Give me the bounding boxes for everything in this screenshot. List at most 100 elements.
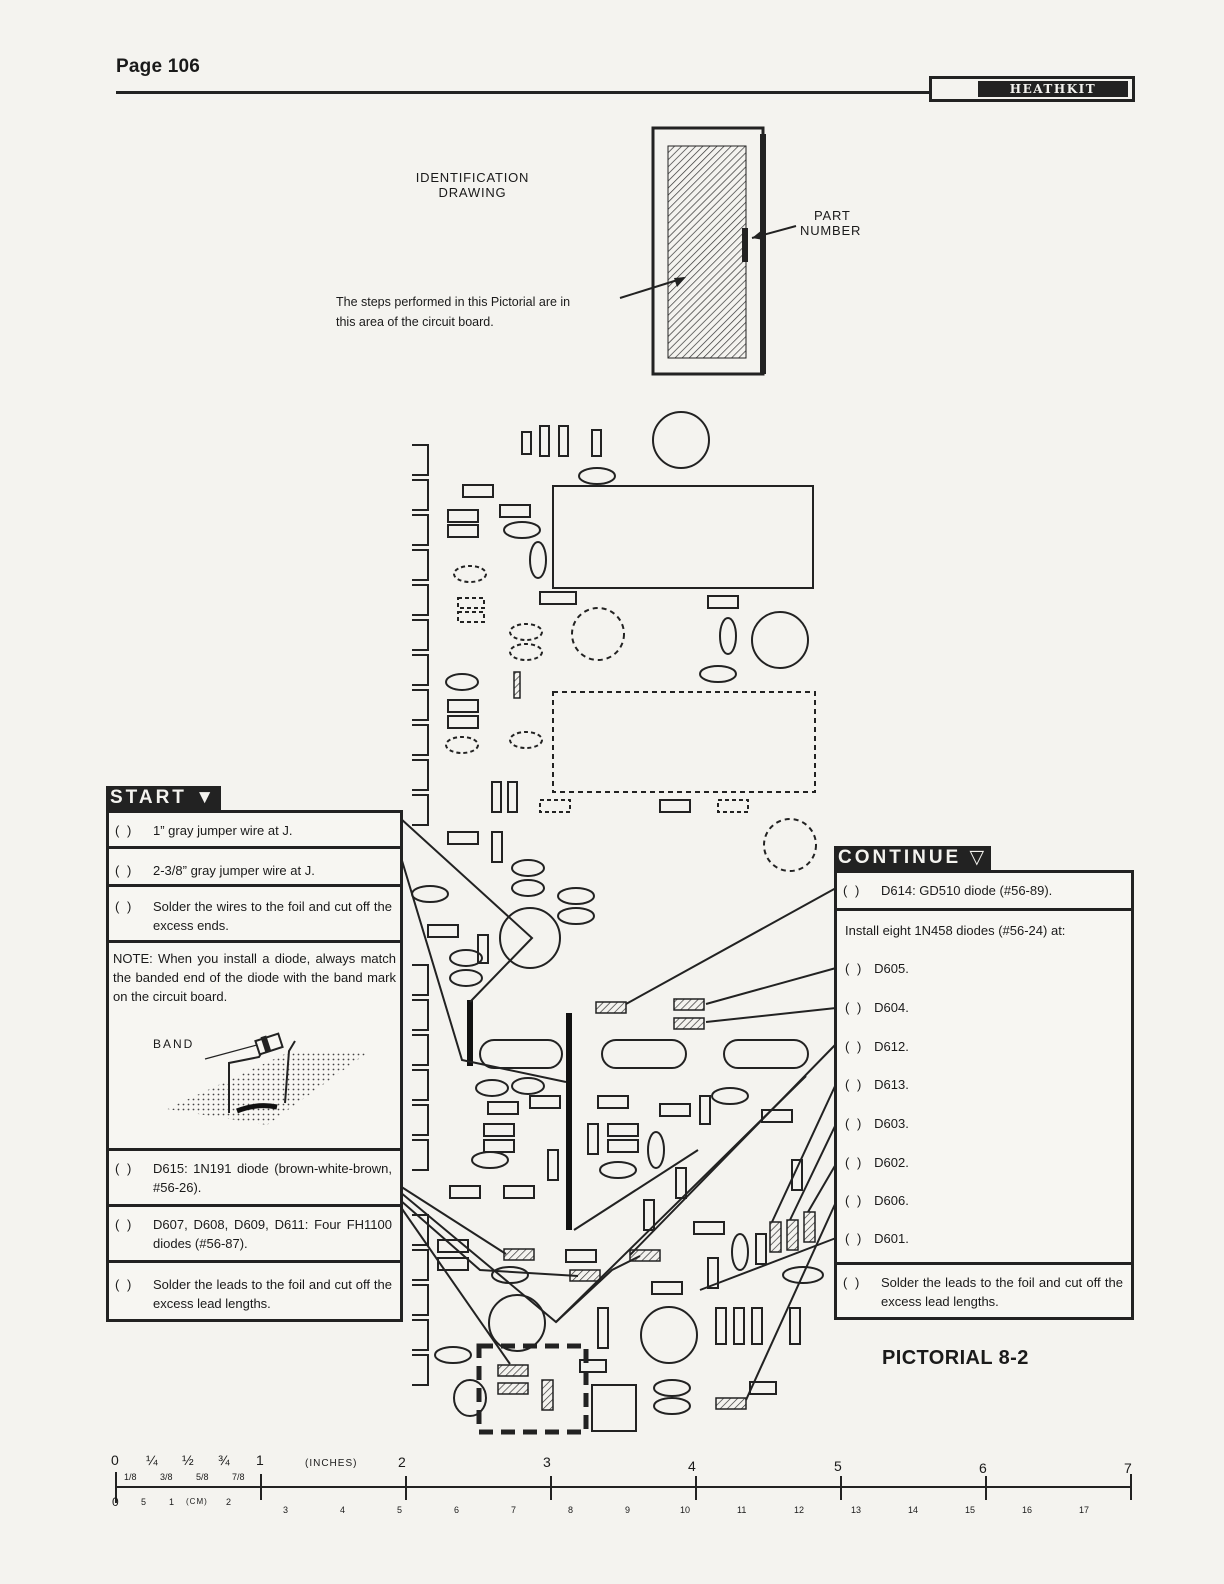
ruler-cm-10: 10: [680, 1505, 691, 1515]
continue-panel: ( ) D614: GD510 diode (#56-89). Install …: [834, 870, 1134, 1320]
ruler-eighth-5: 5/8: [196, 1472, 209, 1482]
ruler-cm-half: 5: [141, 1497, 147, 1507]
checkbox[interactable]: ( ): [845, 1116, 864, 1131]
diode-item-d605: ( ) D605.: [845, 961, 909, 976]
start-tag-label: START: [110, 787, 187, 808]
checkbox[interactable]: ( ): [115, 863, 134, 878]
checkbox[interactable]: ( ): [845, 961, 864, 976]
diode-label: D603.: [874, 1116, 909, 1131]
ruler-cm-8: 8: [568, 1505, 574, 1515]
ruler-cm-6: 6: [454, 1505, 460, 1515]
continue-step-solder: ( ) Solder the leads to the foil and cut…: [837, 1265, 1131, 1319]
ruler: [115, 1472, 1132, 1503]
ruler-inch-0: 0: [111, 1452, 119, 1468]
ruler-inch-4: 4: [688, 1458, 696, 1474]
header-rule: [116, 91, 931, 94]
ruler-cm-1: 1: [169, 1497, 175, 1507]
checkbox[interactable]: ( ): [843, 1275, 862, 1290]
step-text: Solder the wires to the foil and cut off…: [153, 899, 392, 933]
brand-name: HEATHKIT: [1009, 82, 1097, 96]
ruler-eighth-1: 1/8: [124, 1472, 137, 1482]
start-step-2: ( ) 2-3/8” gray jumper wire at J.: [109, 849, 400, 887]
checkbox[interactable]: ( ): [845, 1039, 864, 1054]
step-text: Solder the leads to the foil and cut off…: [881, 1275, 1123, 1309]
diode-label: D604.: [874, 1000, 909, 1015]
band-label: BAND: [153, 1037, 195, 1051]
identification-board: [619, 126, 797, 376]
start-step-3: ( ) Solder the wires to the foil and cut…: [109, 887, 400, 943]
ruler-cm-3: 3: [283, 1505, 289, 1515]
checkbox[interactable]: ( ): [845, 1077, 864, 1092]
ruler-inch-quarter: ¼: [146, 1452, 158, 1468]
diode-item-d612: ( ) D612.: [845, 1039, 909, 1054]
start-step-5: ( ) D607, D608, D609, D611: Four FH1100 …: [109, 1207, 400, 1263]
checkbox[interactable]: ( ): [845, 1000, 864, 1015]
diode-label: D601.: [874, 1231, 909, 1246]
ruler-cm-17: 17: [1079, 1505, 1090, 1515]
step-text: 1” gray jumper wire at J.: [153, 823, 293, 838]
checkbox[interactable]: ( ): [845, 1193, 864, 1208]
start-callouts: [399, 817, 807, 1365]
ruler-inch-half: ½: [182, 1452, 194, 1468]
ruler-eighth-7: 7/8: [232, 1472, 245, 1482]
ruler-inches-label: (INCHES): [305, 1458, 358, 1469]
checkbox[interactable]: ( ): [115, 1217, 134, 1232]
install-text: Install eight 1N458 diodes (#56-24) at:: [845, 923, 1066, 938]
note-text: NOTE: When you install a diode, always m…: [113, 951, 396, 1004]
identification-title: IDENTIFICATION DRAWING: [395, 170, 550, 200]
checkbox[interactable]: ( ): [115, 1161, 134, 1176]
part-number-line1: PART: [814, 208, 851, 223]
arrow-down-outline-icon: ▽: [969, 847, 988, 868]
upper-components: [411, 411, 817, 987]
step-text: Solder the leads to the foil and cut off…: [153, 1277, 392, 1311]
ruler-cm-5: 5: [397, 1505, 403, 1515]
step-text: 2-3/8” gray jumper wire at J.: [153, 863, 315, 878]
identification-note: The steps performed in this Pictorial ar…: [336, 292, 626, 332]
ruler-cm-9: 9: [625, 1505, 631, 1515]
continue-tag: CONTINUE ▽: [834, 846, 992, 870]
pictorial-label: PICTORIAL 8-2: [882, 1347, 1029, 1369]
diode-label: D613.: [874, 1077, 909, 1092]
arrow-down-icon: ▼: [195, 787, 218, 808]
diode-item-d601: ( ) D601.: [845, 1231, 909, 1246]
ruler-inch-6: 6: [979, 1460, 987, 1476]
diode-label: D605.: [874, 961, 909, 976]
start-step-4: ( ) D615: 1N191 diode (brown-white-brown…: [109, 1151, 400, 1207]
start-step-1: ( ) 1” gray jumper wire at J.: [109, 813, 400, 849]
ruler-cm-12: 12: [794, 1505, 805, 1515]
checkbox[interactable]: ( ): [845, 1231, 864, 1246]
part-number-line2: NUMBER: [800, 223, 862, 238]
diodes: [497, 671, 816, 1411]
ruler-cm-11: 11: [737, 1505, 747, 1515]
ruler-inch-1: 1: [256, 1452, 264, 1468]
checkbox[interactable]: ( ): [115, 1277, 134, 1292]
ruler-cm-4: 4: [340, 1505, 346, 1515]
ruler-cm-15: 15: [965, 1505, 976, 1515]
ruler-cm-2: 2: [226, 1497, 232, 1507]
continue-tag-label: CONTINUE: [838, 847, 962, 868]
lower-components: [434, 1039, 824, 1432]
ruler-cm-16: 16: [1022, 1505, 1033, 1515]
start-step-6: ( ) Solder the leads to the foil and cut…: [109, 1263, 400, 1319]
edge-connectors: [412, 444, 429, 1386]
checkbox[interactable]: ( ): [843, 883, 862, 898]
diode-label: D612.: [874, 1039, 909, 1054]
ruler-inch-three-quarter: ¾: [218, 1452, 230, 1468]
diode-band-illustration: [167, 1032, 367, 1125]
diode-item-d604: ( ) D604.: [845, 1000, 909, 1015]
identification-note-line1: The steps performed in this Pictorial ar…: [336, 295, 571, 309]
install-diodes-group: Install eight 1N458 diodes (#56-24) at: …: [837, 911, 1131, 1265]
checkbox[interactable]: ( ): [115, 823, 134, 838]
ruler-inch-3: 3: [543, 1454, 551, 1470]
checkbox[interactable]: ( ): [845, 1155, 864, 1170]
page-number: Page 106: [116, 56, 200, 77]
continue-callouts: [625, 887, 837, 1401]
ruler-inch-2: 2: [398, 1454, 406, 1470]
step-text: D615: 1N191 diode (brown-white-brown, #5…: [153, 1161, 392, 1195]
ruler-cm-label: (CM): [186, 1497, 208, 1506]
checkbox[interactable]: ( ): [115, 899, 134, 914]
start-panel: ( ) 1” gray jumper wire at J. ( ) 2-3/8”…: [106, 810, 403, 1322]
step-text: D614: GD510 diode (#56-89).: [881, 883, 1053, 898]
diode-label: D606.: [874, 1193, 909, 1208]
ruler-cm-14: 14: [908, 1505, 919, 1515]
